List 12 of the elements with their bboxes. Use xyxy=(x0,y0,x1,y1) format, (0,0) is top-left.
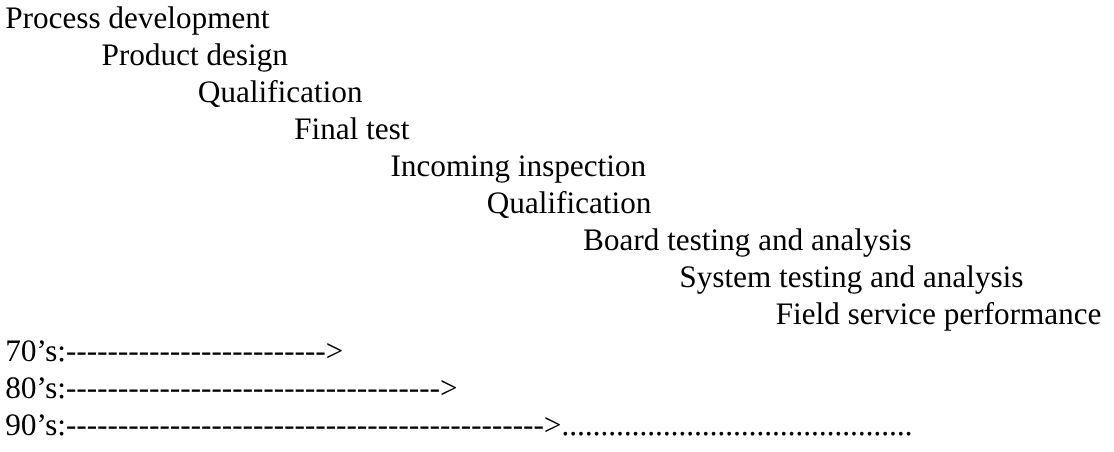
stage-label: Product design xyxy=(102,43,288,72)
stage-label: Qualification xyxy=(199,80,363,108)
stage-label: Qualification xyxy=(488,191,651,219)
timeline-text: 90’s:---------------------------------------------->............................................. xyxy=(6,414,911,436)
stage-label: Incoming inspection xyxy=(391,155,646,183)
timeline-text: 80’s:------------------------------------> xyxy=(6,377,457,399)
stage-label: Field service performance xyxy=(776,302,1101,331)
timeline-text: 70’s:-------------------------> xyxy=(7,340,342,362)
stage-label: Process development xyxy=(6,6,270,35)
stage-label: Board testing and analysis xyxy=(583,228,911,257)
stage-label: System testing and analysis xyxy=(681,265,1023,294)
stage-label: Final test xyxy=(295,117,410,140)
